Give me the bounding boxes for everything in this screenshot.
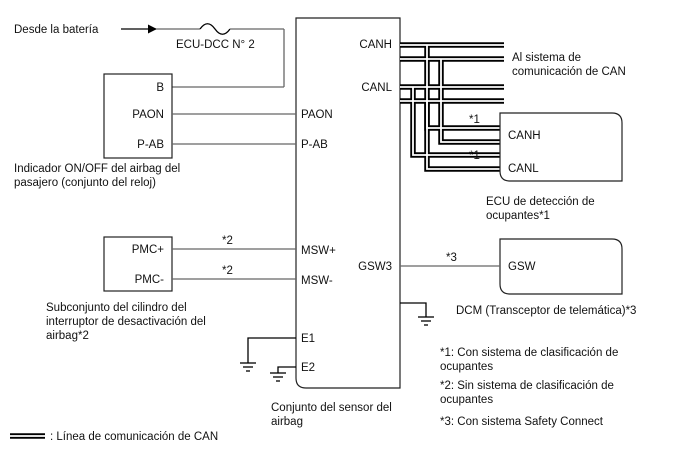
- can-system-line2: comunicación de CAN: [512, 66, 626, 78]
- fuse-label: ECU-DCC N° 2: [176, 39, 255, 51]
- occupant-ecu-name-line2: ocupantes*1: [486, 210, 550, 222]
- cylinder-pin-pmcp: PMC+: [132, 244, 165, 256]
- indicator-name-line2: pasajero (conjunto del reloj): [14, 177, 156, 189]
- occupant-ecu-pin-canh: CANH: [508, 130, 541, 142]
- dcm-box: [499, 238, 623, 295]
- sensor-pin-paon: PAON: [301, 109, 333, 121]
- fuse-icon: [199, 23, 231, 35]
- occupant-note-canl: *1: [469, 150, 480, 162]
- occupant-ecu-box: [499, 112, 623, 182]
- sensor-pin-e1: E1: [301, 333, 315, 345]
- cylinder-box: [103, 236, 173, 292]
- battery-label: Desde la batería: [14, 24, 99, 36]
- sensor-pin-mswp: MSW+: [301, 245, 336, 257]
- indicator-pin-paon: PAON: [132, 109, 164, 121]
- sensor-pin-pab: P-AB: [301, 139, 328, 151]
- sensor-name-line1: Conjunto del sensor del: [271, 402, 392, 414]
- cylinder-name-line1: Subconjunto del cilindro del: [46, 302, 187, 314]
- footnote-1-line1: *1: Con sistema de clasificación de: [440, 347, 618, 359]
- sensor-name-line2: airbag: [271, 416, 303, 428]
- cylinder-note-pmcp: *2: [222, 235, 233, 247]
- cylinder-pin-pmcm: PMC-: [135, 274, 165, 286]
- airbag-sensor-box: [295, 17, 401, 389]
- legend-label: : Línea de comunicación de CAN: [50, 431, 218, 443]
- cylinder-name-line2: interruptor de desactivación del: [46, 316, 206, 328]
- sensor-pin-e2: E2: [301, 362, 315, 374]
- sensor-pin-mswm: MSW-: [301, 275, 333, 287]
- can-system-line1: Al sistema de: [512, 52, 581, 64]
- footnote-1-line2: ocupantes: [440, 361, 493, 373]
- ground-icon-e1: [240, 337, 296, 372]
- footnote-2-line2: ocupantes: [440, 394, 493, 406]
- indicator-pin-b: B: [156, 82, 164, 94]
- indicator-box: [103, 73, 173, 159]
- ground-icon-sensor-right: [400, 302, 434, 326]
- dcm-name: DCM (Transceptor de telemática)*3: [456, 305, 636, 317]
- sensor-pin-gsw3: GSW3: [358, 261, 392, 273]
- cylinder-note-pmcm: *2: [222, 265, 233, 277]
- dcm-note: *3: [446, 252, 457, 264]
- can-bundle: [400, 42, 504, 172]
- indicator-name-line1: Indicador ON/OFF del airbag del: [14, 163, 180, 175]
- sensor-pin-canh: CANH: [359, 39, 392, 51]
- indicator-pin-pab: P-AB: [137, 139, 164, 151]
- cylinder-name-line3: airbag*2: [46, 330, 89, 342]
- ground-icon-e2: [270, 366, 296, 382]
- dcm-pin-gsw: GSW: [508, 261, 536, 273]
- occupant-ecu-pin-canl: CANL: [508, 163, 539, 175]
- occupant-note-canh: *1: [469, 114, 480, 126]
- footnote-3: *3: Con sistema Safety Connect: [440, 416, 604, 428]
- sensor-pin-canl: CANL: [361, 82, 392, 94]
- occupant-ecu-name-line1: ECU de detección de: [486, 196, 595, 208]
- footnote-2-line1: *2: Sin sistema de clasificación de: [440, 380, 614, 392]
